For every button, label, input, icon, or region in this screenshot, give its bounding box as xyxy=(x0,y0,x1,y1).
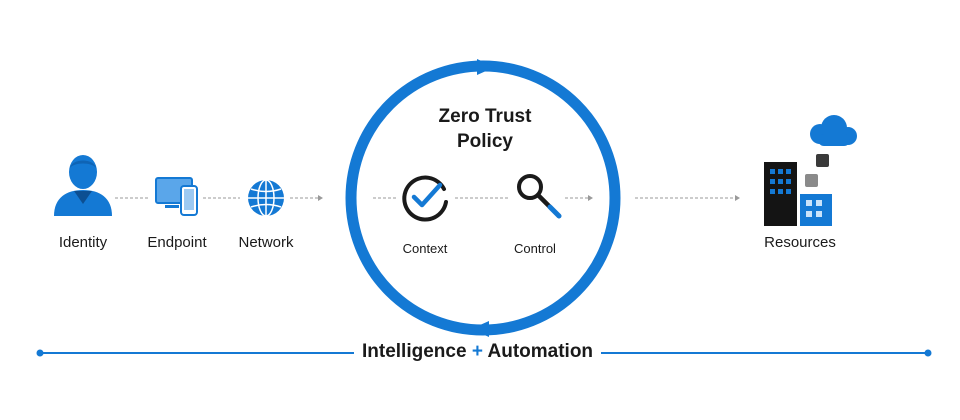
bottom-line-left-dot xyxy=(36,349,44,357)
automation-text: Automation xyxy=(487,341,594,362)
policy-title-line2: Policy xyxy=(457,131,513,152)
resources-label: Resources xyxy=(764,234,836,251)
policy-title: Zero Trust Policy xyxy=(405,104,565,154)
data-square-gray xyxy=(805,174,818,187)
network-label: Network xyxy=(238,234,294,251)
ring-arrow-bottom-icon xyxy=(471,321,489,337)
cloud-icon xyxy=(810,115,857,146)
context-label: Context xyxy=(402,241,448,256)
context-check-icon xyxy=(402,175,448,222)
building-short xyxy=(800,194,832,226)
data-square-dark xyxy=(816,154,829,167)
control-key-icon xyxy=(517,174,562,219)
bottom-line-right-dot xyxy=(924,349,932,357)
endpoint-icon xyxy=(155,177,198,216)
ring-arrow-top-icon xyxy=(477,59,495,75)
policy-title-line1: Zero Trust xyxy=(438,106,532,127)
identity-label: Identity xyxy=(58,234,108,251)
endpoint-label: Endpoint xyxy=(147,234,207,251)
intelligence-automation-caption: Intelligence + Automation xyxy=(354,341,602,363)
identity-icon xyxy=(54,155,112,216)
arrowhead-network xyxy=(318,195,323,201)
policy-ring xyxy=(345,59,621,337)
resources-icon xyxy=(764,115,857,226)
network-globe-icon xyxy=(248,179,284,217)
control-label: Control xyxy=(514,241,556,256)
plus-sign: + xyxy=(471,341,483,362)
arrowhead-control xyxy=(588,195,593,201)
arrowhead-resources xyxy=(735,195,740,201)
intelligence-text: Intelligence xyxy=(362,341,467,362)
